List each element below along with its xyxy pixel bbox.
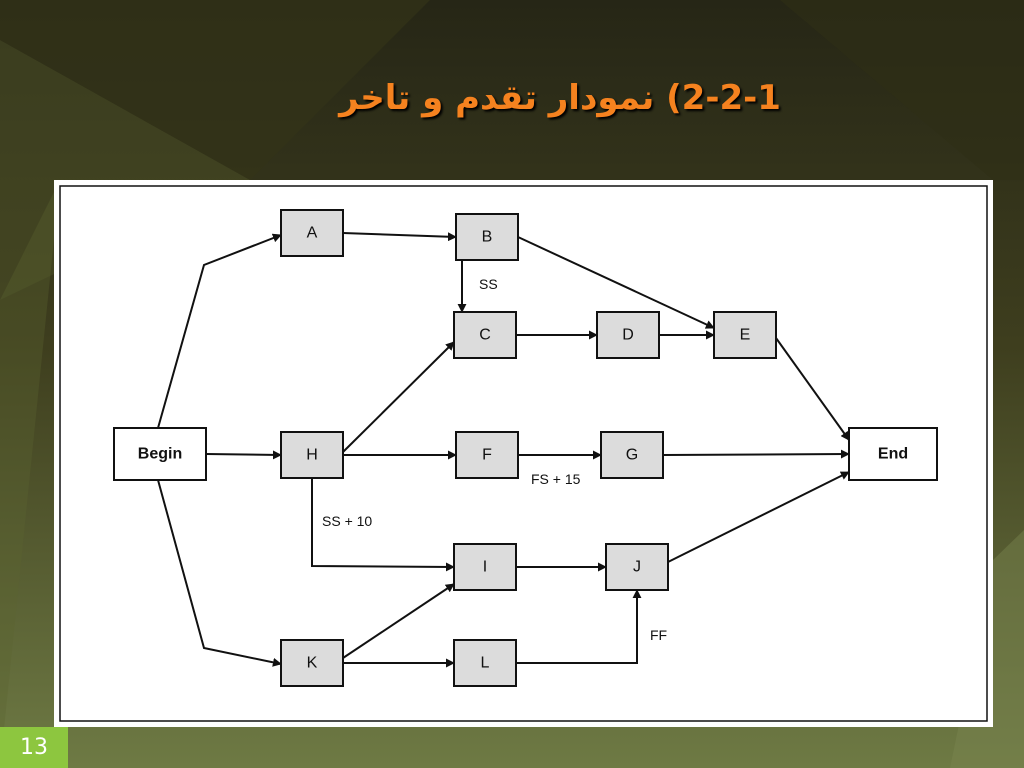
edge-e-end bbox=[775, 337, 850, 441]
node-box-d bbox=[596, 311, 660, 359]
node-b: B bbox=[455, 213, 519, 261]
node-i: I bbox=[453, 543, 517, 591]
node-box-c bbox=[453, 311, 517, 359]
node-label-g: G bbox=[626, 447, 638, 464]
node-c: C bbox=[453, 311, 517, 359]
node-a: A bbox=[280, 209, 344, 257]
edge-begin-k bbox=[157, 479, 282, 667]
node-d: D bbox=[596, 311, 660, 359]
node-box-i bbox=[453, 543, 517, 591]
node-box-a bbox=[280, 209, 344, 257]
lag-label-f-g: FS + 15 bbox=[531, 471, 581, 487]
node-box-f bbox=[455, 431, 519, 479]
node-label-b: B bbox=[482, 229, 493, 246]
node-box-end bbox=[848, 427, 938, 481]
node-g: G bbox=[600, 431, 664, 479]
node-box-l bbox=[453, 639, 517, 687]
node-box-h bbox=[280, 431, 344, 479]
edge-b-e bbox=[517, 236, 715, 329]
edge-k-i bbox=[342, 583, 455, 659]
node-begin: Begin bbox=[113, 427, 207, 481]
node-box-j bbox=[605, 543, 669, 591]
lag-label-h-i: SS + 10 bbox=[322, 513, 372, 529]
node-label-end: End bbox=[878, 446, 908, 463]
node-f: F bbox=[455, 431, 519, 479]
edge-g-end bbox=[662, 449, 850, 459]
node-box-begin bbox=[113, 427, 207, 481]
edge-begin-h bbox=[205, 450, 282, 460]
node-label-e: E bbox=[740, 327, 751, 344]
edge-l-j bbox=[516, 589, 642, 664]
slide-title: 2-2-1) نمودار تقدم و تاخر bbox=[339, 78, 781, 118]
edge-begin-a bbox=[157, 233, 282, 429]
lag-label-l-j: FF bbox=[650, 627, 667, 643]
edge-h-i bbox=[311, 478, 455, 572]
node-h: H bbox=[280, 431, 344, 479]
edge-a-b bbox=[342, 232, 457, 242]
node-label-j: J bbox=[633, 559, 641, 576]
node-label-l: L bbox=[481, 655, 490, 672]
node-label-a: A bbox=[307, 225, 318, 242]
node-label-h: H bbox=[306, 447, 318, 464]
slide-number: 13 bbox=[0, 727, 68, 768]
node-box-k bbox=[280, 639, 344, 687]
lag-label-b-c: SS bbox=[479, 276, 498, 292]
diagram-edges bbox=[157, 232, 850, 668]
diagram-lag-labels: SS SS + 10 FS + 15 FF bbox=[322, 276, 667, 643]
node-label-c: C bbox=[479, 327, 491, 344]
node-label-f: F bbox=[482, 447, 492, 464]
node-label-k: K bbox=[307, 655, 318, 672]
node-box-g bbox=[600, 431, 664, 479]
node-box-e bbox=[713, 311, 777, 359]
node-end: End bbox=[848, 427, 938, 481]
node-label-d: D bbox=[622, 327, 634, 344]
node-box-b bbox=[455, 213, 519, 261]
node-j: J bbox=[605, 543, 669, 591]
edge-j-end bbox=[667, 471, 850, 563]
edge-h-c bbox=[342, 341, 455, 453]
node-label-i: I bbox=[483, 559, 487, 576]
node-k: K bbox=[280, 639, 344, 687]
node-e: E bbox=[713, 311, 777, 359]
diagram-frame bbox=[59, 185, 988, 722]
node-l: L bbox=[453, 639, 517, 687]
node-label-begin: Begin bbox=[138, 446, 182, 463]
